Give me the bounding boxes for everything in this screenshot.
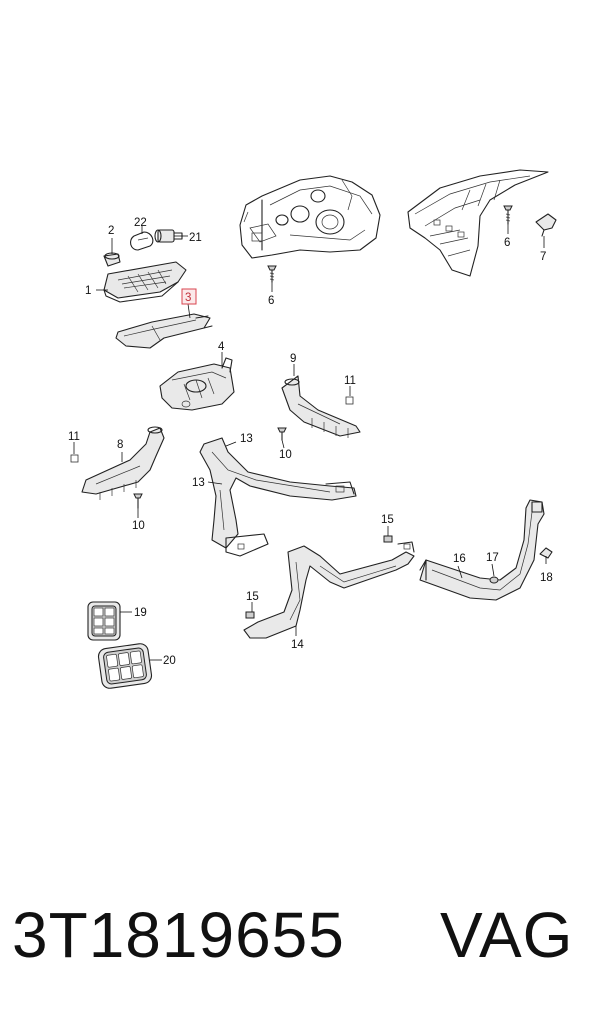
grille-19 <box>87 601 121 641</box>
dashboard-section-drawing <box>239 175 381 259</box>
nut-15-left <box>245 611 255 619</box>
callout-7: 7 <box>540 251 546 263</box>
reference-square-11-right <box>345 396 354 405</box>
duct-housing-4 <box>159 357 235 411</box>
screw-10-left <box>133 493 143 509</box>
grille-20 <box>97 643 153 689</box>
callout-21: 21 <box>189 232 202 244</box>
callout-8: 8 <box>117 439 123 451</box>
callout-11-right: 11 <box>344 375 356 387</box>
screw-10-right <box>277 427 287 441</box>
screw-6-center <box>267 265 277 283</box>
callout-10-left: 10 <box>132 520 145 532</box>
callout-10-right: 10 <box>279 449 292 461</box>
callout-3[interactable]: 3 <box>185 292 191 304</box>
footwell-duct-13 <box>199 437 357 557</box>
callout-13-left: 13 <box>192 477 205 489</box>
footwell-duct-14 <box>243 541 415 639</box>
nut-15-right <box>383 535 393 543</box>
callout-6-center: 6 <box>268 295 274 307</box>
highlighted-callout-box <box>181 288 197 305</box>
vent-grille-1 <box>103 261 187 303</box>
callout-labels: 1 2 3 4 6 6 7 8 9 10 10 11 11 13 13 14 1… <box>68 217 553 667</box>
rear-duct-16 <box>419 499 545 601</box>
clip-7 <box>535 213 557 237</box>
a-pillar-section-drawing <box>407 169 549 277</box>
reference-square-11-left <box>70 454 79 463</box>
clip-2 <box>103 252 121 267</box>
part-number: 3T1819655 <box>12 899 345 971</box>
callout-4: 4 <box>218 341 225 353</box>
callout-20: 20 <box>163 655 176 667</box>
screw-6-right <box>503 205 513 225</box>
callout-17: 17 <box>486 552 499 564</box>
callout-15-left: 15 <box>246 591 259 603</box>
callout-18: 18 <box>540 572 553 584</box>
callout-16: 16 <box>453 553 466 565</box>
callout-14: 14 <box>291 639 304 651</box>
callout-15-right: 15 <box>381 514 394 526</box>
brand-name: VAG <box>440 899 574 971</box>
callout-19: 19 <box>134 607 147 619</box>
callout-13-top: 13 <box>240 433 253 445</box>
callout-11-left: 11 <box>68 431 80 443</box>
callout-22: 22 <box>134 217 147 229</box>
callout-2: 2 <box>108 225 114 237</box>
callout-6-right: 6 <box>504 237 510 249</box>
clip-18 <box>539 547 553 559</box>
connector-22 <box>129 231 154 251</box>
side-duct-8 <box>81 426 165 500</box>
callout-1: 1 <box>85 285 91 297</box>
part-info-footer: 3T1819655 VAG <box>0 888 600 983</box>
screw-17 <box>489 576 499 584</box>
leader-lines <box>73 224 547 661</box>
air-duct-3 <box>115 313 213 349</box>
side-duct-9 <box>281 375 361 438</box>
callout-9: 9 <box>290 353 296 365</box>
